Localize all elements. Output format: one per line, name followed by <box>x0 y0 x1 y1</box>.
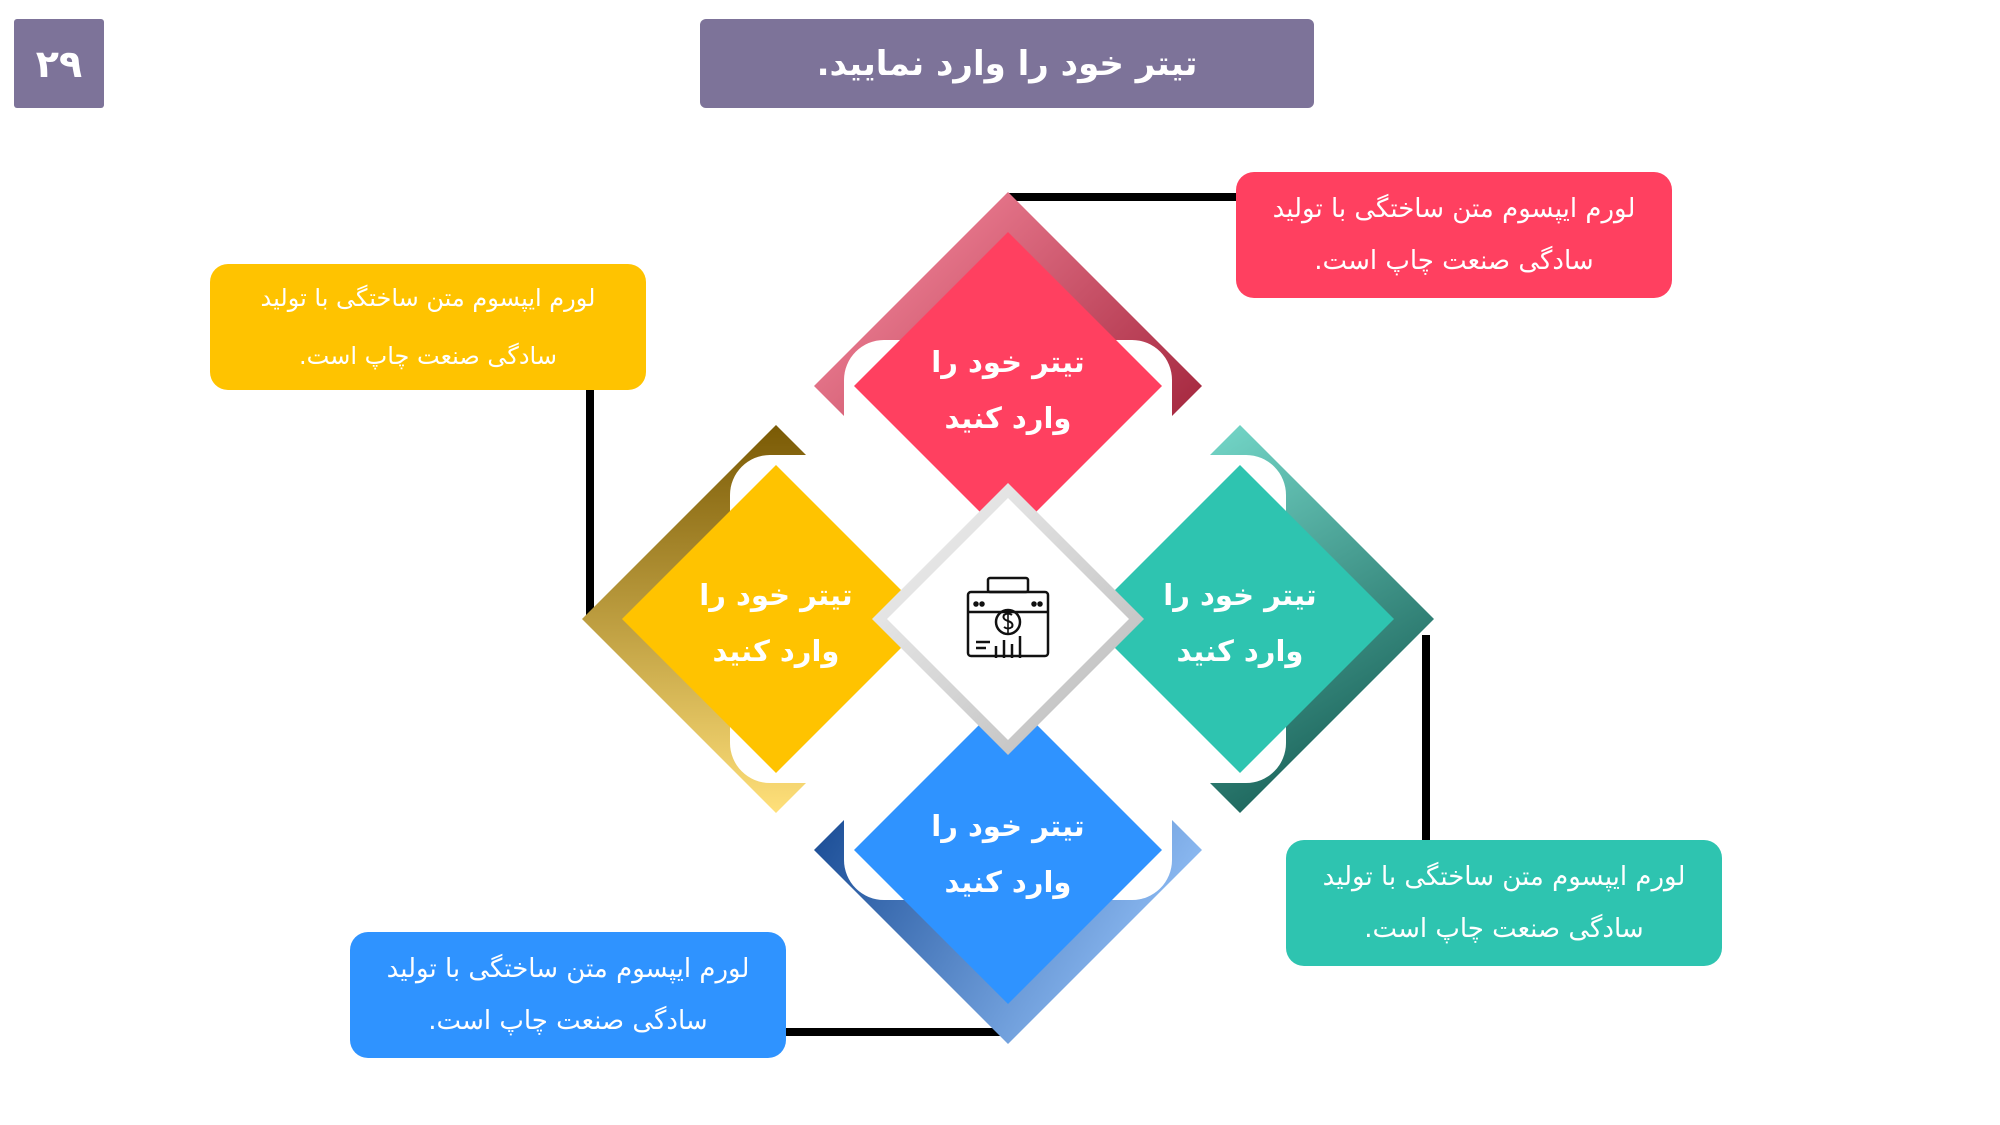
diamond-right-label-line1: تیتر خود را <box>1163 578 1317 612</box>
diamond-left <box>622 465 930 773</box>
note-bottom-left: لورم ایپسوم متن ساختگی با تولید سادگی صن… <box>350 932 786 1058</box>
diamond-bottom-label: تیتر خود را وارد کنید <box>908 798 1108 910</box>
page-title: تیتر خود را وارد نمایید. <box>700 19 1314 108</box>
note-top-left: لورم ایپسوم متن ساختگی با تولید سادگی صن… <box>210 264 646 390</box>
note-top-right-line2: سادگی صنعت چاپ است. <box>1314 246 1594 276</box>
diamond-right-label: تیتر خود را وارد کنید <box>1140 567 1340 679</box>
note-top-left-line1: لورم ایپسوم متن ساختگی با تولید <box>260 284 596 312</box>
diamond-top-label-line1: تیتر خود را <box>931 345 1085 379</box>
note-top-right-line1: لورم ایپسوم متن ساختگی با تولید <box>1272 194 1636 224</box>
diamond-bottom <box>854 696 1162 1004</box>
diamond-left-label-line1: تیتر خود را <box>699 578 853 612</box>
diamond-left-label: تیتر خود را وارد کنید <box>676 567 876 679</box>
note-top-left-line2: سادگی صنعت چاپ است. <box>299 342 557 370</box>
diamond-top <box>854 232 1162 540</box>
diamond-left-label-line2: وارد کنید <box>712 634 840 668</box>
note-bottom-right-line1: لورم ایپسوم متن ساختگی با تولید <box>1322 862 1686 892</box>
note-bottom-left-line1: لورم ایپسوم متن ساختگی با تولید <box>386 954 750 984</box>
note-bottom-right: لورم ایپسوم متن ساختگی با تولید سادگی صن… <box>1286 840 1722 966</box>
note-bottom-left-line2: سادگی صنعت چاپ است. <box>428 1006 708 1036</box>
diamond-bottom-label-line2: وارد کنید <box>944 865 1072 899</box>
note-top-right: لورم ایپسوم متن ساختگی با تولید سادگی صن… <box>1236 172 1672 298</box>
briefcase-dollar-icon <box>966 576 1050 658</box>
note-bottom-right-line2: سادگی صنعت چاپ است. <box>1364 914 1644 944</box>
diamond-top-label: تیتر خود را وارد کنید <box>908 334 1108 446</box>
diamond-right-label-line2: وارد کنید <box>1176 634 1304 668</box>
diamond-right <box>1086 465 1394 773</box>
diamond-top-label-line2: وارد کنید <box>944 401 1072 435</box>
diamond-bottom-label-line1: تیتر خود را <box>931 809 1085 843</box>
page-number: ۲۹ <box>14 19 104 108</box>
